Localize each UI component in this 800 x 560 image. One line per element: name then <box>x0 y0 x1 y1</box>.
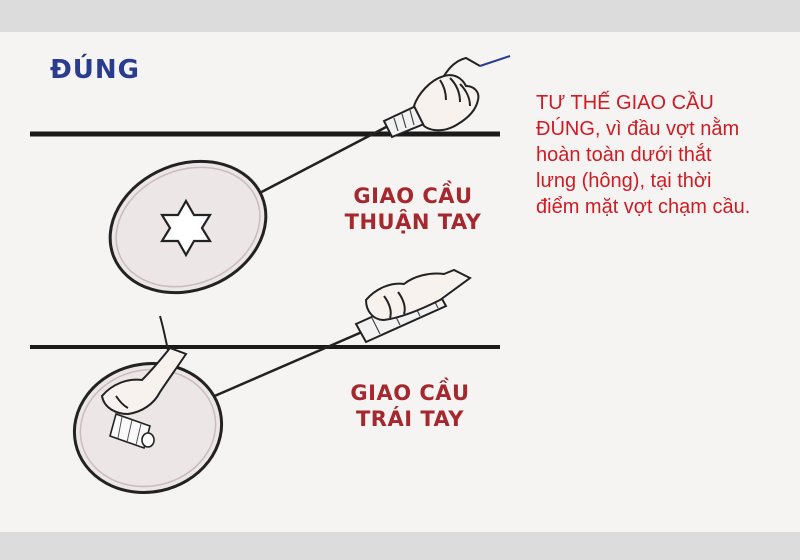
note-line: lưng (hông), tại thời <box>536 170 712 192</box>
forehand-arm-line <box>479 55 511 67</box>
note-line: ĐÚNG, vì đầu vợt nằm <box>536 118 740 140</box>
note-line: hoàn toàn dưới thắt <box>536 144 712 166</box>
forehand-label-line-2: THUẬN TAY <box>344 210 482 235</box>
backhand-label-line-2: TRÁI TAY <box>355 407 464 432</box>
star-icon <box>160 198 212 258</box>
forehand-label-line-1: GIAO CẦU <box>353 184 473 208</box>
backhand-label-line-1: GIAO CẦU <box>350 381 470 405</box>
shuttlecock-icon <box>109 412 155 450</box>
heading-correct: ĐÚNG <box>50 55 140 85</box>
note-line: TƯ THẾ GIAO CẦU <box>536 92 714 114</box>
backhand-serve-label: GIAO CẦU TRÁI TAY <box>320 380 500 433</box>
shuttle-hand-icon <box>100 315 188 416</box>
note-line: điểm mặt vợt chạm cầu. <box>536 196 751 218</box>
forehand-serve-label: GIAO CẦU THUẬN TAY <box>318 183 508 236</box>
forehand-hand-icon <box>412 56 481 132</box>
explanation-note: TƯ THẾ GIAO CẦU ĐÚNG, vì đầu vợt nằm hoà… <box>536 90 798 220</box>
forehand-racket-icon <box>108 104 426 295</box>
backhand-grip-hand-icon <box>364 268 472 322</box>
